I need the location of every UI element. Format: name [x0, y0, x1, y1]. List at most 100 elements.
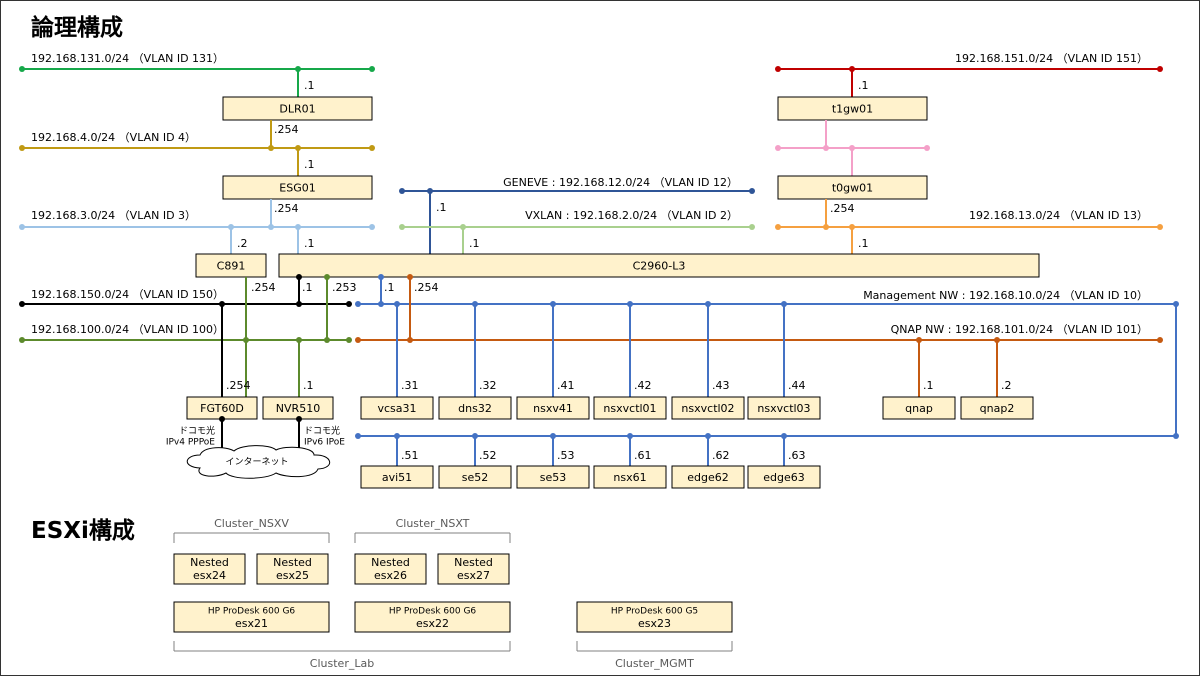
c2960-vlan100-top — [324, 274, 330, 280]
c2960-mgmt-top — [378, 274, 384, 280]
cluster-mgmt-bracket-label: Cluster_MGMT — [615, 657, 694, 670]
se52-box — [438, 465, 512, 489]
t1gw01-box — [777, 96, 928, 121]
vlan150-label: 192.168.150.0/24 （VLAN ID 150） — [31, 288, 224, 301]
nsxvctl03-ip: .44 — [788, 379, 806, 392]
nsxvctl02-ip: .43 — [712, 379, 730, 392]
edge63-box-label: edge63 — [763, 471, 805, 484]
vxlan-bus-end-right — [749, 224, 755, 230]
se53-ip: .53 — [557, 449, 575, 462]
nsx61-mgmt-link-dot — [627, 433, 633, 439]
qnapnw-bus-end-right — [1157, 337, 1163, 343]
geneve-bus-end-right — [749, 188, 755, 194]
nsxvctl01-box-label: nsxvctl01 — [603, 402, 656, 415]
c891-vlan3-link-dot — [228, 224, 234, 230]
vlan151-label: 192.168.151.0/24 （VLAN ID 151） — [955, 52, 1148, 65]
edge63-ip: .63 — [788, 449, 806, 462]
vlan100-bus-end-right — [346, 337, 352, 343]
mgmt-bus-end-left — [355, 301, 361, 307]
mgmt-riser-top — [1173, 301, 1179, 307]
esx22-box — [354, 601, 511, 633]
isp-right: ドコモ光 — [304, 425, 340, 437]
nsxvctl02-box-label: nsxvctl02 — [681, 402, 734, 415]
vcsa31-box-label: vcsa31 — [377, 402, 416, 415]
esx27-box — [437, 553, 510, 585]
c2960-qnap-top — [407, 274, 413, 280]
vcsa31-box — [360, 396, 434, 420]
proto-left: IPv4 PPPoE — [166, 438, 215, 448]
mgmt-label: Management NW : 192.168.10.0/24 （VLAN ID… — [863, 289, 1148, 302]
dlr01-box-label: DLR01 — [279, 103, 315, 116]
nsx61-ip: .61 — [634, 449, 652, 462]
vlan13-bus-end-left — [775, 224, 781, 230]
mgmt-lower-end-left — [355, 433, 361, 439]
c891-vlan100-dot — [243, 337, 249, 343]
qnapnw-label: QNAP NW : 192.168.101.0/24 （VLAN ID 101） — [891, 323, 1148, 336]
esx27-box-label-bottom: esx27 — [457, 569, 490, 582]
geneve-bus-end-left — [399, 188, 405, 194]
esx24-box-label-bottom: esx24 — [193, 569, 226, 582]
c2960-vlan150-dot — [296, 301, 302, 307]
c2960-vlan13-ip: .1 — [858, 237, 869, 250]
edge62-box-label: edge62 — [687, 471, 729, 484]
c2960-vxlan-ip: .1 — [469, 237, 480, 250]
esx27-box-label-top: Nested — [454, 556, 493, 569]
esx26-box-label-bottom: esx26 — [374, 569, 407, 582]
vcsa31-mgmt-link-dot — [394, 301, 400, 307]
nvr510-vlan100-ip: .1 — [303, 379, 314, 392]
t0gw01-vlan13-dot — [823, 224, 829, 230]
c2960-vlan3-ip: .1 — [304, 237, 315, 250]
nsxvctl02-mgmt-link-dot — [705, 301, 711, 307]
t0gw01-box-label: t0gw01 — [832, 182, 873, 195]
nsxvctl03-mgmt-link-dot — [781, 301, 787, 307]
vlan13-bus-end-right — [1157, 224, 1163, 230]
dns32-ip: .32 — [479, 379, 497, 392]
esxi-section-title: ESXi構成 — [31, 518, 135, 544]
transit-dot-a — [823, 145, 829, 151]
dns32-box-label: dns32 — [458, 402, 492, 415]
se52-box-label: se52 — [462, 471, 489, 484]
c2960-box — [278, 253, 1040, 278]
transit-end-left — [775, 145, 781, 151]
edge63-box — [747, 465, 821, 489]
c891-vlan3-ip: .2 — [237, 237, 248, 250]
c891-vlan100-ip: .254 — [251, 281, 276, 294]
c891-box — [195, 253, 267, 278]
vlan150-bus-end-right — [346, 301, 352, 307]
qnap2-box — [960, 396, 1034, 420]
c2960-vxlan-link-dot — [460, 224, 466, 230]
nsx61-box-label: nsx61 — [613, 471, 646, 484]
c2960-vlan13-link-dot — [849, 224, 855, 230]
logical-section-title: 論理構成 — [31, 15, 123, 41]
c2960-vlan100-dot — [324, 337, 330, 343]
nsxvctl03-box — [747, 396, 821, 420]
t1gw01-vlan151-ip: .1 — [858, 79, 869, 92]
nvr510-wan-dot — [296, 416, 302, 422]
dlr01-vlan4-ip: .254 — [274, 123, 299, 136]
dns32-mgmt-link-dot — [472, 301, 478, 307]
se53-mgmt-link-dot — [550, 433, 556, 439]
c2960-qnap-ip: .254 — [414, 281, 439, 294]
nsxvctl01-ip: .42 — [634, 379, 652, 392]
vxlan-bus-end-left — [399, 224, 405, 230]
vlan4-label: 192.168.4.0/24 （VLAN ID 4） — [31, 131, 196, 144]
esx26-box-label-top: Nested — [371, 556, 410, 569]
vcsa31-ip: .31 — [401, 379, 419, 392]
esg01-vlan3-ip: .254 — [274, 202, 299, 215]
qnap-ip: .1 — [923, 379, 934, 392]
esx21-box — [173, 601, 330, 633]
fgt60d-box-label: FGT60D — [200, 402, 244, 415]
internet-cloud — [186, 445, 330, 479]
edge62-ip: .62 — [712, 449, 730, 462]
vlan3-bus-end-left — [19, 224, 25, 230]
esg01-box — [222, 175, 373, 200]
esx25-box — [256, 553, 329, 585]
se52-ip: .52 — [479, 449, 497, 462]
c891-box-label: C891 — [217, 260, 246, 273]
avi51-mgmt-link-dot — [394, 433, 400, 439]
edge63-mgmt-link-dot — [781, 433, 787, 439]
esg01-vlan3-dot — [268, 224, 274, 230]
vlan4-bus-end-left — [19, 145, 25, 151]
esx24-box — [173, 553, 246, 585]
